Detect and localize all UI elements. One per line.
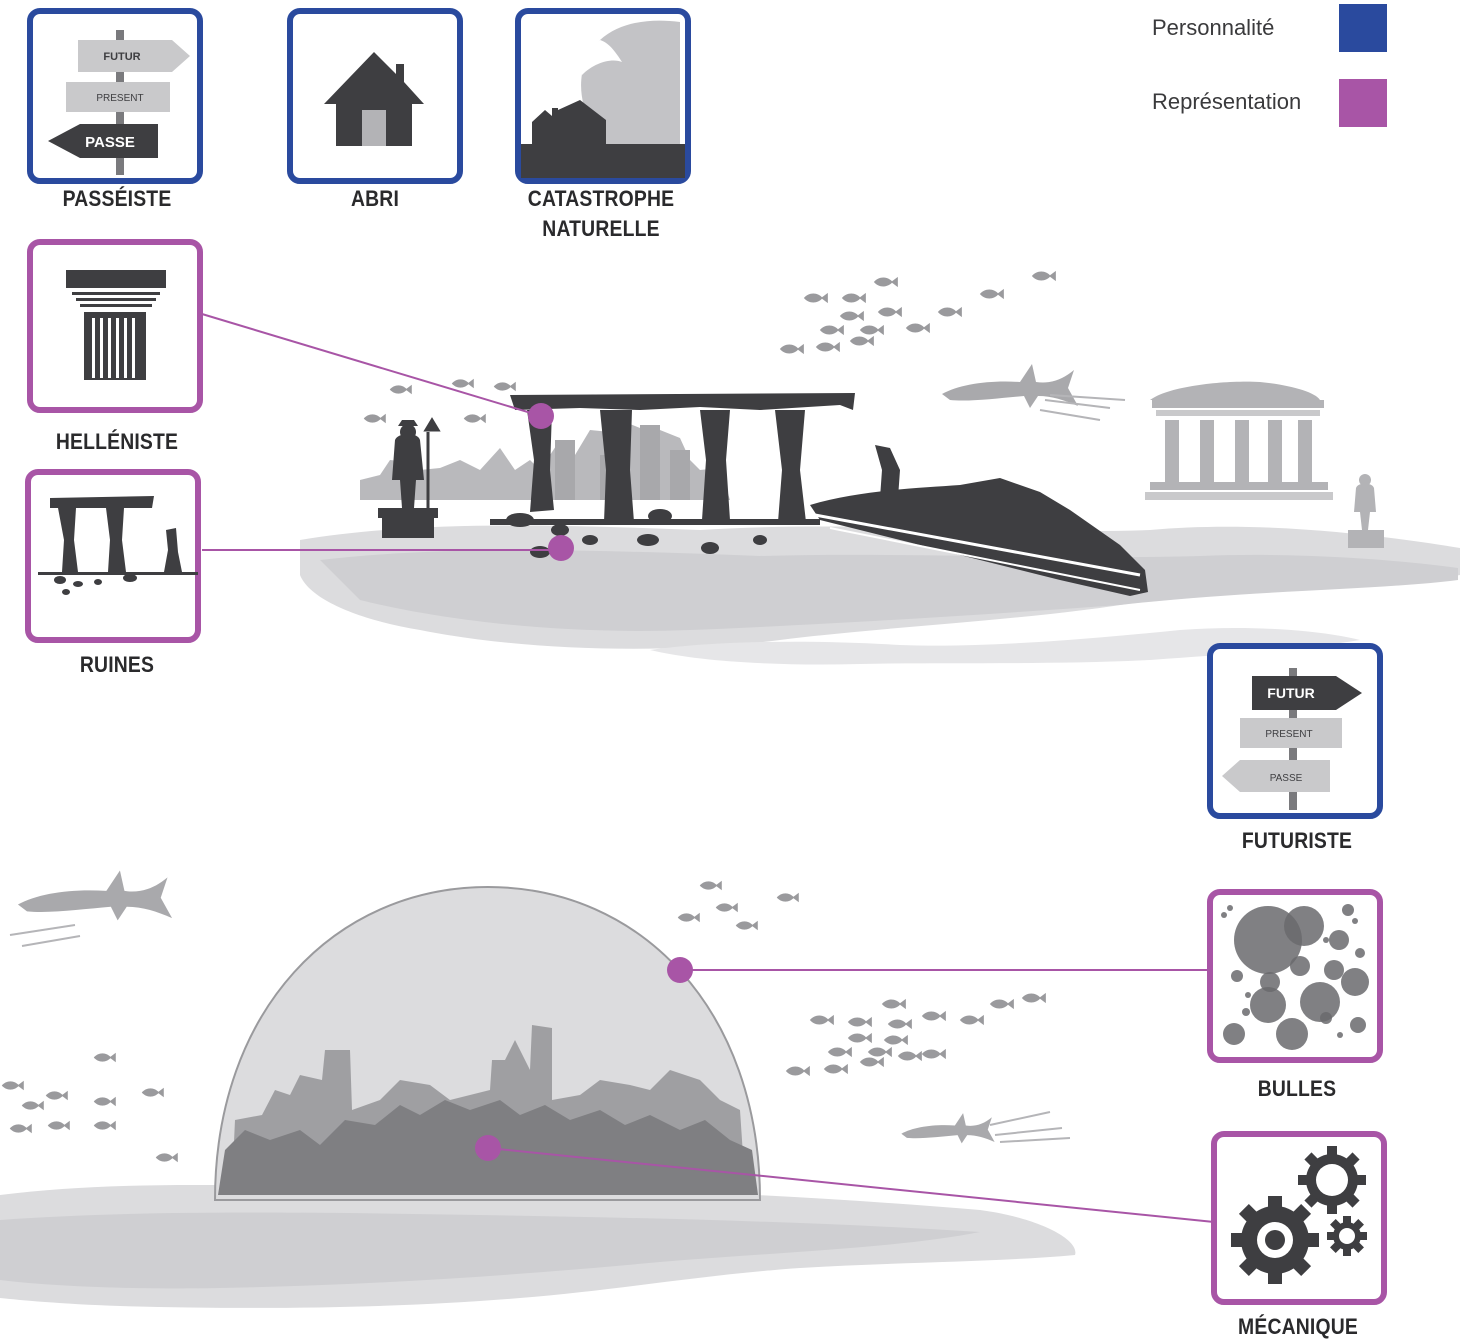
legend-swatch-personnalite xyxy=(1339,4,1387,52)
label-futuriste: FUTURISTE xyxy=(1241,828,1353,853)
sign-futur-text: FUTUR xyxy=(1267,685,1314,701)
label-catastrophe-line1: CATASTROPHE xyxy=(527,186,675,211)
house-icon xyxy=(324,52,424,146)
shark-bottom-right xyxy=(901,1113,995,1144)
card-mecanique xyxy=(1211,1131,1387,1305)
legend-label-personnalite: Personnalité xyxy=(1152,15,1275,40)
ruins-icon xyxy=(38,496,198,595)
connector-helleniste xyxy=(201,313,542,417)
label-ruines: RUINES xyxy=(79,652,155,677)
signpost-past-icon: FUTUR PRESENT PASSE xyxy=(48,30,190,175)
sign-present-text: PRESENT xyxy=(1265,729,1312,740)
sign-passe-text: PASSE xyxy=(85,134,135,151)
bg-skyline-top xyxy=(360,420,730,500)
connector-dots xyxy=(475,403,693,1161)
connector-mecanique xyxy=(487,1147,1215,1223)
label-catastrophe-line2: NATURELLE xyxy=(542,216,660,241)
label-passeiste: PASSÉISTE xyxy=(62,186,172,211)
sign-present-text: PRESENT xyxy=(96,93,143,104)
shark-bottom-left-wake xyxy=(9,924,81,947)
card-catastrophe xyxy=(515,8,691,184)
label-mecanique: MÉCANIQUE xyxy=(1238,1314,1358,1339)
sunken-wreck xyxy=(810,445,1148,596)
gears-icon xyxy=(1231,1146,1367,1284)
dot-mecanique xyxy=(475,1135,501,1161)
card-helleniste xyxy=(27,239,203,413)
sign-passe-text: PASSE xyxy=(1270,773,1303,784)
bubbles-icon xyxy=(1221,904,1369,1050)
legend-swatch-representation xyxy=(1339,79,1387,127)
card-futuriste: FUTUR PRESENT PASSE xyxy=(1207,643,1383,819)
shark-bottom-right-wake xyxy=(989,1111,1071,1143)
dot-bulles xyxy=(667,957,693,983)
connectors xyxy=(201,313,1215,1223)
seafloor-top-shade xyxy=(320,550,1458,631)
sunken-ruins-scene xyxy=(300,270,1460,665)
card-passeiste: FUTUR PRESENT PASSE xyxy=(27,8,203,184)
card-bulles xyxy=(1207,889,1383,1063)
tidal-wave-icon xyxy=(521,20,685,178)
dot-helleniste xyxy=(528,403,554,429)
card-abri xyxy=(287,8,463,184)
colonnade xyxy=(490,393,855,558)
temple-right xyxy=(1145,381,1384,548)
label-bulles: BULLES xyxy=(1257,1076,1337,1101)
seafloor-top-drift xyxy=(650,628,1360,665)
shark-bottom-left xyxy=(17,870,173,921)
domed-city-scene xyxy=(0,870,1076,1308)
shark-top-wake xyxy=(1039,394,1126,421)
statue-left xyxy=(378,417,441,538)
greek-column-icon xyxy=(66,270,166,380)
bg-towers-top xyxy=(555,425,690,500)
signpost-future-icon: FUTUR PRESENT PASSE xyxy=(1222,668,1362,810)
seafloor-bottom-shade xyxy=(0,1212,980,1289)
card-ruines xyxy=(25,469,201,643)
sign-futur-text: FUTUR xyxy=(103,51,140,63)
legend-label-representation: Représentation xyxy=(1152,89,1302,114)
label-abri: ABRI xyxy=(350,186,400,211)
label-helleniste: HELLÉNISTE xyxy=(55,429,179,454)
dot-ruines xyxy=(548,535,574,561)
